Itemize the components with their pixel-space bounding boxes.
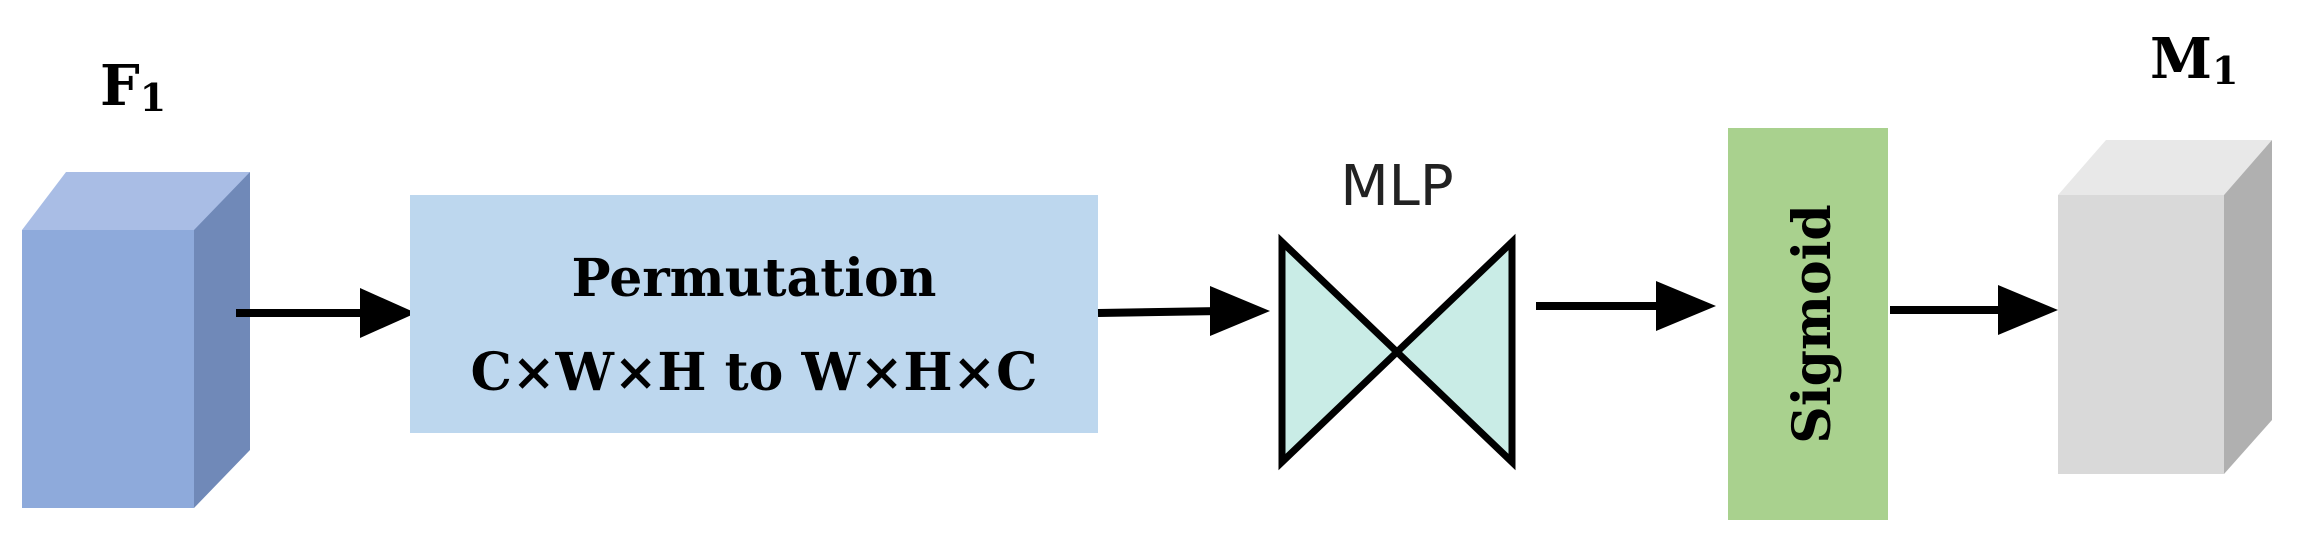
input-cube-side — [194, 172, 250, 508]
input-label: F1 — [100, 53, 166, 120]
output-cube-front — [2058, 195, 2224, 474]
sigmoid-label: Sigmoid — [1782, 204, 1843, 443]
sigmoid-block — [1728, 128, 1888, 520]
arrow-permutation-to-mlp — [1097, 286, 1270, 336]
output-cube-side — [2224, 140, 2272, 474]
mlp-bowtie-icon — [1278, 233, 1516, 471]
output-label: M1 — [2150, 26, 2238, 93]
mlp-label: MLP — [1340, 154, 1453, 219]
permutation-block — [410, 195, 1098, 433]
arrow-input-to-permutation — [236, 288, 416, 338]
mlp-right-triangle — [1391, 233, 1516, 471]
permutation-detail: C×W×H to W×H×C — [470, 342, 1037, 403]
arrow-sigmoid-to-output — [1890, 285, 2058, 335]
arrow-mlp-to-sigmoid — [1536, 281, 1716, 331]
output-attention-cube — [2058, 140, 2272, 474]
input-feature-cube — [22, 172, 250, 508]
input-cube-top — [22, 172, 250, 230]
input-cube-front — [22, 230, 194, 508]
mlp-left-triangle — [1278, 233, 1403, 471]
output-cube-top — [2058, 140, 2272, 195]
permutation-title: Permutation — [572, 248, 937, 309]
